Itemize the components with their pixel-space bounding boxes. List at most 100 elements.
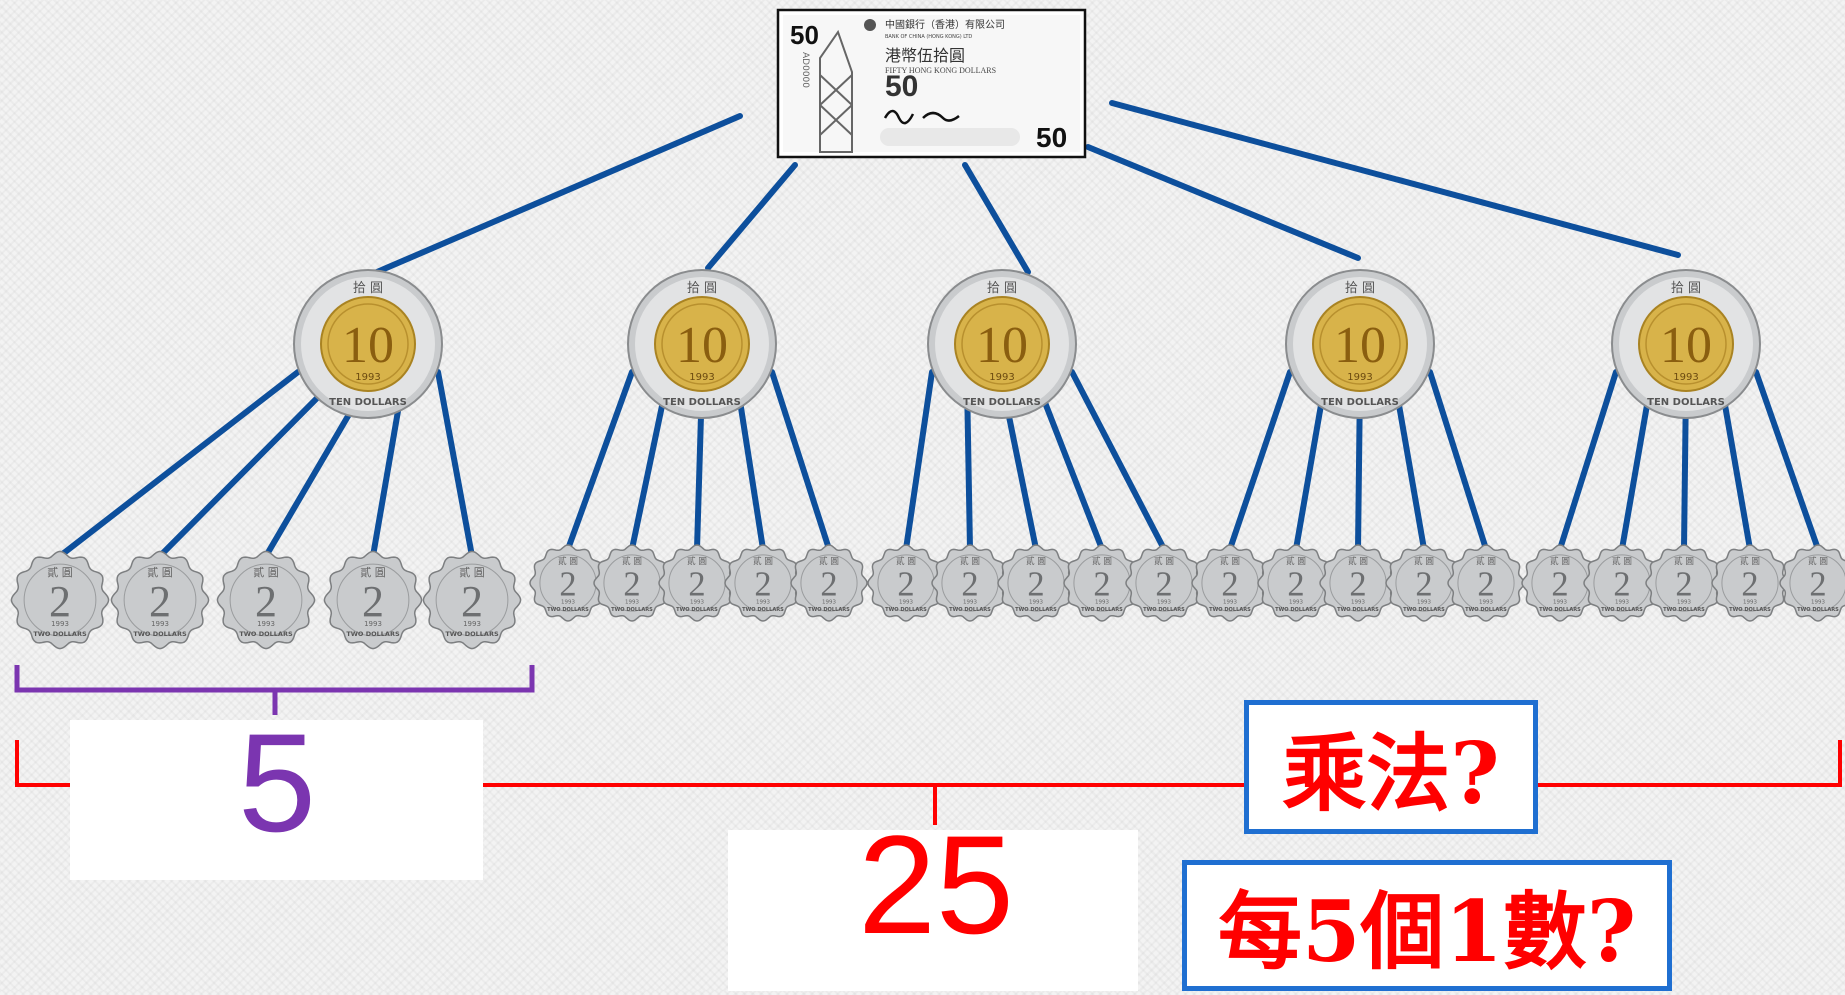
two-coin-year: 1993 (822, 599, 836, 605)
banknote-serial: AD0000 (800, 52, 810, 88)
two-coin-year: 1993 (1677, 599, 1691, 605)
two-coin-value: 2 (559, 566, 576, 604)
connector-line (903, 369, 935, 552)
two-coin-bottom-text: TWO DOLLARS (547, 607, 589, 613)
two-coin-value: 2 (820, 566, 837, 604)
two-coin-value: 2 (1809, 566, 1826, 604)
ten-coin-top-text: 拾 圓 (353, 281, 383, 296)
total-count-label: 25 (858, 806, 1014, 963)
two-coin-year: 1993 (1029, 599, 1043, 605)
connector-line (1227, 369, 1293, 552)
two-coin-top-text: 貳 圓 (1414, 555, 1434, 567)
two-coin-value: 2 (149, 577, 171, 626)
two-coin-top-text: 貳 圓 (147, 565, 173, 579)
two-coin-year: 1993 (690, 599, 704, 605)
connector-line (1109, 100, 1681, 258)
two-coin-bottom-text: TWO DOLLARS (33, 630, 87, 638)
two-coin-bottom-text: TWO DOLLARS (1015, 607, 1057, 613)
two-coin-year: 1993 (756, 599, 770, 605)
connector-line (705, 162, 798, 271)
two-coin-top-text: 貳 圓 (687, 555, 707, 567)
two-coin-value: 2 (1093, 566, 1110, 604)
two-coin-value: 2 (255, 577, 277, 626)
ten-coin-bottom-text: TEN DOLLARS (663, 397, 741, 408)
ten-coin-top-text: 拾 圓 (1671, 281, 1701, 296)
count-by-five-note: 每5個1數? (1182, 860, 1672, 991)
ten-coin-value: 10 (342, 317, 394, 374)
connector-line (57, 369, 301, 559)
two-coin-year: 1993 (1157, 599, 1171, 605)
two-coin-top-text: 貳 圓 (1026, 555, 1046, 567)
two-coin-year: 1993 (1095, 599, 1109, 605)
two-coin-top-text: 貳 圓 (558, 555, 578, 567)
banknote-bank-name: 中國銀行（香港）有限公司 (885, 18, 1005, 31)
ten-coin-bottom-text: TEN DOLLARS (1321, 397, 1399, 408)
two-coin-top-text: 貳 圓 (753, 555, 773, 567)
two-coin-bottom-text: TWO DOLLARS (1601, 607, 1643, 613)
connector-line (1753, 369, 1821, 552)
two-coin-year: 1993 (1811, 599, 1825, 605)
connector-line (734, 379, 766, 552)
ten-coin-bottom-text: TEN DOLLARS (963, 397, 1041, 408)
two-coin-top-text: 貳 圓 (622, 555, 642, 567)
connector-lines (57, 100, 1821, 559)
two-coin-top-text: 貳 圓 (896, 555, 916, 567)
two-coin-value: 2 (897, 566, 914, 604)
two-coin-year: 1993 (1743, 599, 1757, 605)
two-coin-top-text: 貳 圓 (1286, 555, 1306, 567)
two-coin-top-text: 貳 圓 (360, 565, 386, 579)
two-coin-top-text: 貳 圓 (1550, 555, 1570, 567)
two-coin-top-text: 貳 圓 (1808, 555, 1828, 567)
two-coin-bottom-text: TWO DOLLARS (239, 630, 293, 638)
two-coin-year: 1993 (51, 620, 69, 628)
connector-line (1557, 369, 1619, 552)
two-coin-value: 2 (754, 566, 771, 604)
two-coin-year: 1993 (463, 620, 481, 628)
ten-coin-year: 1993 (1673, 372, 1698, 383)
two-coin-year: 1993 (625, 599, 639, 605)
multiplication-note: 乘法? (1244, 700, 1538, 834)
two-coin-value: 2 (1155, 566, 1172, 604)
two-coin-top-text: 貳 圓 (1092, 555, 1112, 567)
two-coin-year: 1993 (1615, 599, 1629, 605)
two-coin-bottom-text: TWO DOLLARS (808, 607, 850, 613)
two-coin-value: 2 (362, 577, 384, 626)
fifty-dollar-banknote: 50 50 50 中國銀行（香港）有限公司 BANK OF CHINA (HON… (776, 8, 1087, 159)
banknote-center-value: 50 (885, 70, 918, 103)
two-coin-bottom-text: TWO DOLLARS (1729, 607, 1771, 613)
connector-line (1427, 369, 1489, 552)
two-coin-year: 1993 (151, 620, 169, 628)
banknote-bank-name-en: BANK OF CHINA (HONG KONG) LTD (885, 34, 972, 40)
two-coin-year: 1993 (1417, 599, 1431, 605)
two-coin-bottom-text: TWO DOLLARS (1275, 607, 1317, 613)
two-coin-bottom-text: TWO DOLLARS (133, 630, 187, 638)
ten-coin-year: 1993 (1347, 372, 1372, 383)
two-coin-value: 2 (461, 577, 483, 626)
two-coin-bottom-text: TWO DOLLARS (611, 607, 653, 613)
two-coin-year: 1993 (257, 620, 275, 628)
connector-line (1069, 369, 1167, 552)
connector-line (367, 113, 743, 278)
two-coin-value: 2 (623, 566, 640, 604)
two-coin-top-text: 貳 圓 (1612, 555, 1632, 567)
two-coin-bottom-text: TWO DOLLARS (1209, 607, 1251, 613)
ten-coin-value: 10 (676, 317, 728, 374)
banknote-bottom-value: 50 (1036, 122, 1067, 153)
banknote-amount-en: FIFTY HONG KONG DOLLARS (885, 66, 996, 75)
